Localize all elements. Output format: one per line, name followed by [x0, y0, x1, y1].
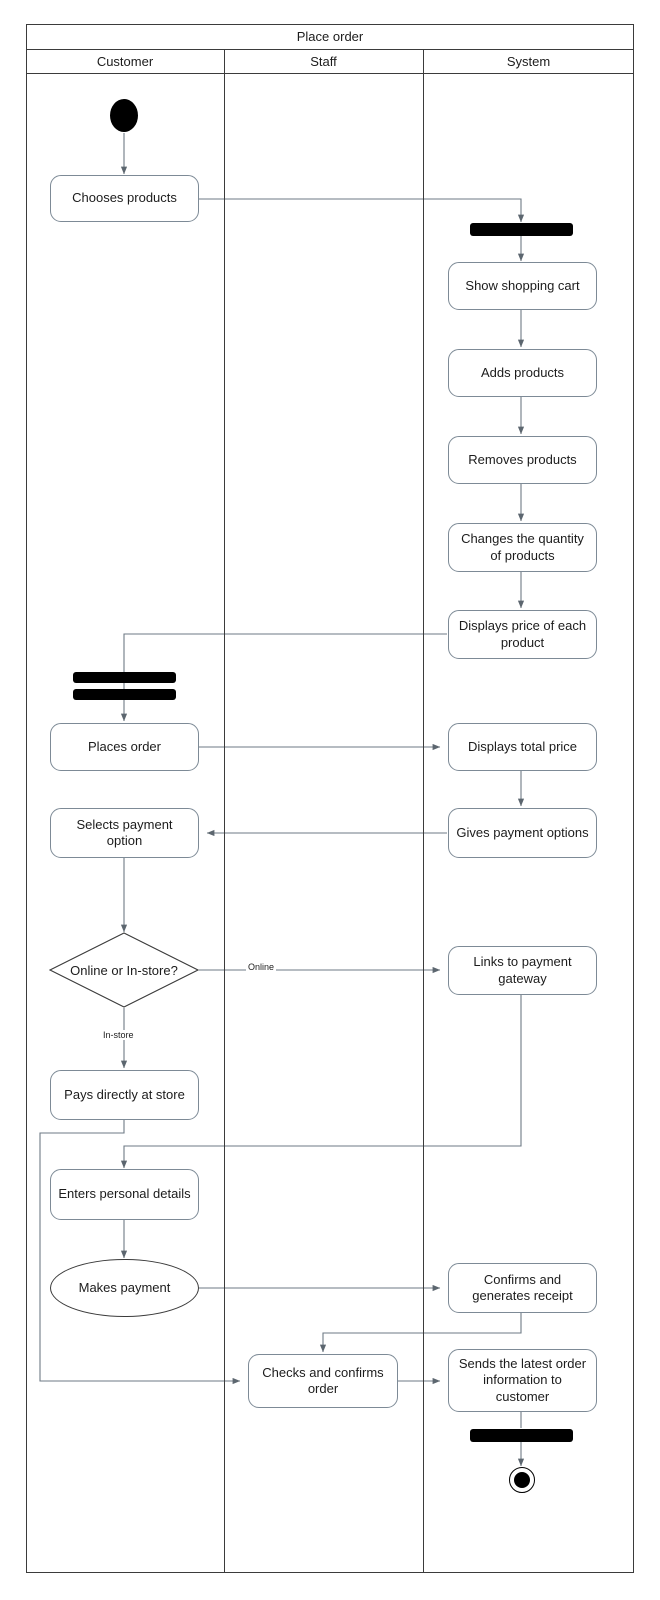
lane-header-staff-label: Staff: [310, 54, 337, 69]
activity-gives-payment-options-label: Gives payment options: [456, 824, 589, 840]
pool-title-label: Place order: [296, 29, 364, 44]
activity-displays-total-price-label: Displays total price: [467, 738, 578, 754]
activity-selects-payment-option[interactable]: Selects payment option: [50, 808, 199, 858]
activity-links-to-payment-gateway-label: Links to payment gateway: [473, 954, 572, 986]
initial-node: [110, 99, 138, 132]
activity-places-order[interactable]: Places order: [50, 723, 199, 771]
edge-pays-to-checks-confirms: [39, 1120, 241, 1385]
lane-header-staff: Staff: [224, 50, 423, 74]
activity-adds-products[interactable]: Adds products: [448, 349, 597, 397]
activity-displays-price-each-product[interactable]: Displays price of each product: [448, 610, 597, 659]
activity-changes-quantity-label: Changes the quantity of products: [461, 531, 584, 563]
activity-links-to-payment-gateway[interactable]: Links to payment gateway: [448, 946, 597, 995]
activity-displays-price-each-product-label: Displays price of each product: [458, 618, 587, 650]
lane-header-customer: Customer: [26, 50, 224, 74]
activity-removes-products[interactable]: Removes products: [448, 436, 597, 484]
lane-header-system-label: System: [506, 54, 551, 69]
activity-places-order-label: Places order: [88, 738, 161, 754]
activity-sends-order-information-label: Sends the latest order information to cu…: [458, 1356, 587, 1404]
activity-makes-payment-label: Makes payment: [78, 1279, 171, 1295]
activity-enters-personal-details-label: Enters personal details: [58, 1186, 191, 1202]
activity-checks-confirms-order[interactable]: Checks and confirms order: [248, 1354, 398, 1408]
edge-gateway-to-enters-details: [120, 995, 522, 1169]
edge-chooses-to-fork1: [199, 198, 525, 223]
activity-selects-payment-option-label: Selects payment option: [76, 816, 173, 848]
fork-bar-system-top: [470, 223, 573, 236]
activity-confirms-generates-receipt-label: Confirms and generates receipt: [472, 1271, 573, 1303]
fork-bar-customer-lower: [73, 689, 176, 700]
edge-confirms-receipt-to-checks: [319, 1313, 522, 1353]
activity-gives-payment-options[interactable]: Gives payment options: [448, 808, 597, 858]
activity-displays-total-price[interactable]: Displays total price: [448, 723, 597, 771]
lane-header-customer-label: Customer: [96, 54, 154, 69]
activity-adds-products-label: Adds products: [480, 364, 565, 380]
edge-label-instore: In-store: [101, 1030, 136, 1040]
activity-chooses-products[interactable]: Chooses products: [50, 175, 199, 222]
activity-chooses-products-label: Chooses products: [72, 190, 177, 206]
lane-divider-customer-staff: [224, 50, 225, 1573]
final-node-center: [514, 1472, 530, 1488]
activity-removes-products-label: Removes products: [468, 451, 577, 467]
edge-label-online: Online: [246, 962, 277, 972]
join-bar-customer-upper: [73, 672, 176, 683]
activity-pays-directly-at-store[interactable]: Pays directly at store: [50, 1070, 199, 1120]
activity-checks-confirms-order-label: Checks and confirms order: [262, 1364, 384, 1396]
diagram-frame: [26, 24, 634, 1573]
activity-makes-payment[interactable]: Makes payment: [50, 1259, 199, 1317]
decision-online-or-instore[interactable]: Online or In-store?: [49, 932, 199, 1008]
activity-confirms-generates-receipt[interactable]: Confirms and generates receipt: [448, 1263, 597, 1313]
edge-displays-price-to-join1: [123, 633, 447, 672]
activity-show-shopping-cart[interactable]: Show shopping cart: [448, 262, 597, 310]
lane-header-system: System: [423, 50, 634, 74]
decision-online-or-instore-label: Online or In-store?: [70, 962, 178, 978]
activity-enters-personal-details[interactable]: Enters personal details: [50, 1169, 199, 1220]
activity-show-shopping-cart-label: Show shopping cart: [465, 277, 580, 293]
lane-divider-staff-system: [423, 50, 424, 1573]
activity-changes-quantity[interactable]: Changes the quantity of products: [448, 523, 597, 572]
pool-title: Place order: [26, 24, 634, 50]
join-bar-system-bottom: [470, 1429, 573, 1442]
activity-sends-order-information[interactable]: Sends the latest order information to cu…: [448, 1349, 597, 1412]
activity-pays-directly-at-store-label: Pays directly at store: [64, 1086, 185, 1102]
